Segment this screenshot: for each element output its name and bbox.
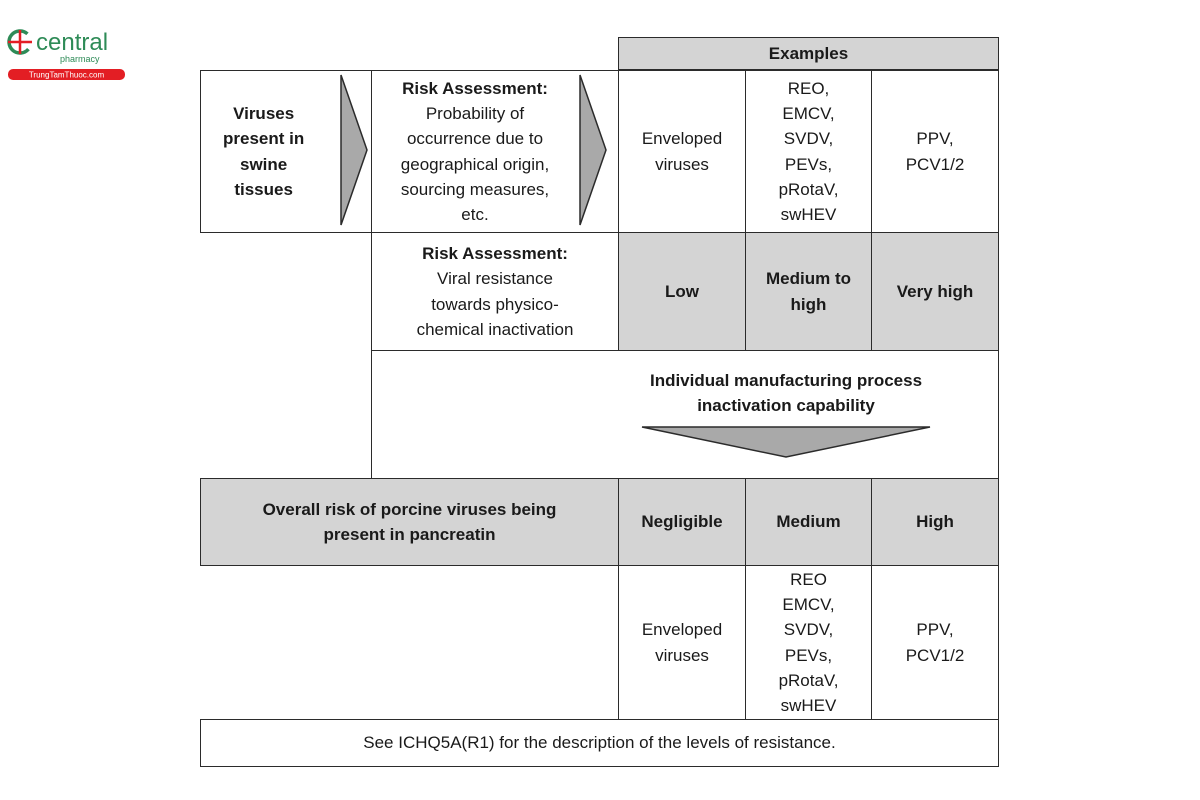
risk-probability-title: Risk Assessment:: [402, 79, 548, 99]
logo-site-text: TrungTamThuoc.com: [29, 71, 105, 80]
examples-right-cell: PPV, PCV1/2: [871, 70, 999, 233]
risk-probability-cell: Risk Assessment: Probability of occurren…: [371, 70, 619, 233]
overall-high-cell: High: [871, 478, 999, 566]
resistance-medium-high-cell: Medium to high: [745, 232, 872, 351]
logo-ring-icon: [7, 29, 33, 55]
process-capability-label: Individual manufacturing process inactiv…: [649, 371, 923, 416]
overall-risk-cell: Overall risk of porcine viruses being pr…: [200, 478, 619, 566]
risk-resistance-text: Viral resistance towards physico- chemic…: [416, 269, 574, 339]
viruses-in-swine-cell: Viruses present in swine tissues: [200, 70, 372, 233]
logo-brand-text: central: [36, 29, 108, 56]
examples-middle-cell: REO, EMCV, SVDV, PEVs, pRotaV, swHEV: [745, 70, 872, 233]
examples-enveloped-cell: Enveloped viruses: [618, 70, 746, 233]
central-pharmacy-logo: central pharmacy TrungTamThuoc.com: [7, 29, 125, 80]
result-right-cell: PPV, PCV1/2: [871, 565, 999, 720]
risk-resistance-cell: Risk Assessment: Viral resistance toward…: [371, 232, 619, 351]
logo-sub-text: pharmacy: [60, 54, 100, 64]
overall-medium-cell: Medium: [745, 478, 872, 566]
resistance-low-cell: Low: [618, 232, 746, 351]
examples-header: Examples: [618, 37, 999, 70]
resistance-very-high-cell: Very high: [871, 232, 999, 351]
overall-negligible-cell: Negligible: [618, 478, 746, 566]
result-middle-cell: REO EMCV, SVDV, PEVs, pRotaV, swHEV: [745, 565, 872, 720]
footer-note: See ICHQ5A(R1) for the description of th…: [200, 719, 999, 767]
logo-cross-icon: [8, 30, 32, 54]
result-enveloped-cell: Enveloped viruses: [618, 565, 746, 720]
risk-resistance-title: Risk Assessment:: [422, 244, 568, 264]
risk-probability-text: Probability of occurrence due to geograp…: [400, 104, 550, 224]
